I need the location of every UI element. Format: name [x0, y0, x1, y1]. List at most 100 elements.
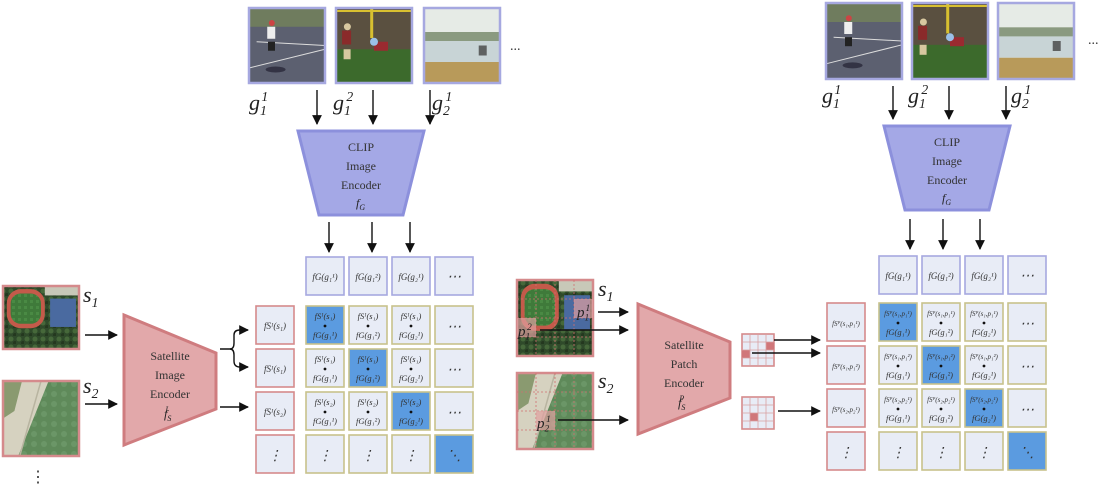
label-p21: p21 [536, 415, 551, 434]
label-p11: p11 [576, 304, 590, 323]
label-s1: s1 [83, 282, 98, 310]
row-header-cell [255, 348, 295, 388]
similarity-cell-text: ⋯ [447, 406, 461, 421]
similarity-cell [434, 305, 474, 345]
row-header-text: fSᴾ(s₁,p₁¹) [832, 320, 860, 328]
similarity-cell-ground-feature: fG(g₁²) [356, 416, 380, 426]
dot-product-icon [896, 407, 900, 411]
column-header-cell [305, 256, 345, 296]
dot-product-icon [323, 410, 327, 414]
similarity-cell-text: ⋮ [404, 449, 418, 464]
similarity-cell-sat-feature: fSᴾ(s₁,p₁¹) [970, 310, 998, 318]
patch-feature-map [741, 396, 775, 430]
row-header-cell [826, 345, 866, 385]
encoder-label-3: Encoder [150, 387, 190, 401]
similarity-cell-ground-feature: fG(g₂¹) [972, 413, 996, 423]
column-header-text: fG(g₁²) [355, 272, 380, 282]
column-header-text: ⋯ [1020, 269, 1034, 284]
similarity-cell-sat-feature: fSᴾ(s₁,p₁²) [927, 353, 955, 361]
row-header-cell [826, 431, 866, 471]
thumbnail-lake [422, 6, 502, 85]
encoder-label-2: Patch [671, 357, 698, 371]
similarity-cell-ground-feature: fG(g₁¹) [886, 327, 910, 337]
similarity-cell [1007, 388, 1047, 428]
similarity-cell-ground-feature: fG(g₁²) [929, 327, 953, 337]
column-header-text: fG(g₁¹) [885, 271, 910, 281]
similarity-cell-text: ⋮ [934, 446, 948, 461]
similarity-cell [348, 434, 388, 474]
similarity-cell-ground-feature: fG(g₂¹) [399, 416, 423, 426]
similarity-cell-sat-feature: fSᴾ(s₁,p₁²) [884, 353, 912, 361]
column-header-cell [1007, 255, 1047, 295]
similarity-cell-text: ⋮ [318, 449, 332, 464]
label-s1: s1 [598, 276, 613, 304]
row-header-text: fSᴵ(s₁) [264, 321, 286, 331]
more-ground-images: ... [510, 39, 521, 54]
similarity-cell-sat-feature: fSᴾ(s₁,p₁²) [970, 353, 998, 361]
similarity-cell-ground-feature: fG(g₁¹) [313, 330, 337, 340]
similarity-cell-text: ⋯ [447, 363, 461, 378]
patch-feature-map [741, 333, 775, 367]
similarity-cell-text: ⋱ [1020, 446, 1034, 461]
similarity-cell [391, 305, 431, 345]
similarity-cell [391, 434, 431, 474]
similarity-cell-text: ⋯ [1020, 317, 1034, 332]
thumbnail-football [910, 1, 990, 81]
similarity-cell-ground-feature: fG(g₁²) [356, 330, 380, 340]
label-s2: s2 [598, 368, 614, 396]
label-g11: g11 [249, 89, 268, 118]
patch-highlight [750, 413, 758, 421]
similarity-cell-ground-feature: fG(g₁¹) [313, 373, 337, 383]
encoder-label-1: Satellite [664, 338, 703, 352]
column-header-cell [391, 256, 431, 296]
similarity-cell-ground-feature: fG(g₂¹) [972, 370, 996, 380]
encoder-label-2: Image [346, 159, 376, 173]
similarity-cell-sat-feature: fSᴵ(s₁) [401, 354, 422, 364]
more-ground-images: ... [1088, 33, 1099, 48]
similarity-cell-ground-feature: fG(g₁¹) [886, 413, 910, 423]
thumbnail-field [1, 284, 81, 351]
encoder-symbol: fSI [164, 405, 171, 423]
dot-product-icon [939, 407, 943, 411]
similarity-cell-ground-feature: fG(g₁¹) [313, 416, 337, 426]
patch-highlight [742, 350, 750, 358]
similarity-cell-text: ⋮ [891, 446, 905, 461]
dot-product-icon [323, 367, 327, 371]
row-header-text: fSᴾ(s₂,p₂¹) [832, 406, 860, 414]
row-header-cell [255, 305, 295, 345]
thumbnail-lake [996, 1, 1076, 81]
label-s2: s2 [83, 373, 99, 401]
similarity-cell-sat-feature: fSᴵ(s₁) [401, 311, 422, 321]
similarity-cell [1007, 345, 1047, 385]
similarity-cell-ground-feature: fG(g₂¹) [972, 327, 996, 337]
patch-highlight [536, 411, 555, 430]
similarity-cell-text: ⋯ [1020, 360, 1034, 375]
similarity-cell-positive [434, 434, 474, 474]
similarity-cell [305, 434, 345, 474]
dot-product-icon [409, 410, 413, 414]
similarity-cell-sat-feature: fSᴵ(s₁) [315, 354, 336, 364]
similarity-cell-sat-feature: fSᴵ(s₁) [358, 311, 379, 321]
similarity-cell-positive [1007, 431, 1047, 471]
column-header-cell [921, 255, 961, 295]
dot-product-icon [982, 321, 986, 325]
similarity-cell [878, 431, 918, 471]
similarity-cell [434, 391, 474, 431]
similarity-cell-text: ⋯ [1020, 403, 1034, 418]
dot-product-icon [982, 407, 986, 411]
similarity-cell-ground-feature: fG(g₁²) [929, 413, 953, 423]
dot-product-icon [982, 364, 986, 368]
similarity-cell-ground-feature: fG(g₂¹) [399, 373, 423, 383]
thumbnail-football [334, 6, 414, 85]
similarity-cell-sat-feature: fSᴵ(s₁) [315, 311, 336, 321]
row-header-cell [826, 302, 866, 342]
column-header-text: fG(g₁¹) [312, 272, 337, 282]
similarity-cell-sat-feature: fSᴾ(s₂,p₂¹) [970, 396, 998, 404]
column-header-text: fG(g₁²) [928, 271, 953, 281]
column-header-text: fG(g₂¹) [971, 271, 996, 281]
encoder-shape [636, 301, 732, 437]
similarity-cell-sat-feature: fSᴵ(s₁) [358, 354, 379, 364]
